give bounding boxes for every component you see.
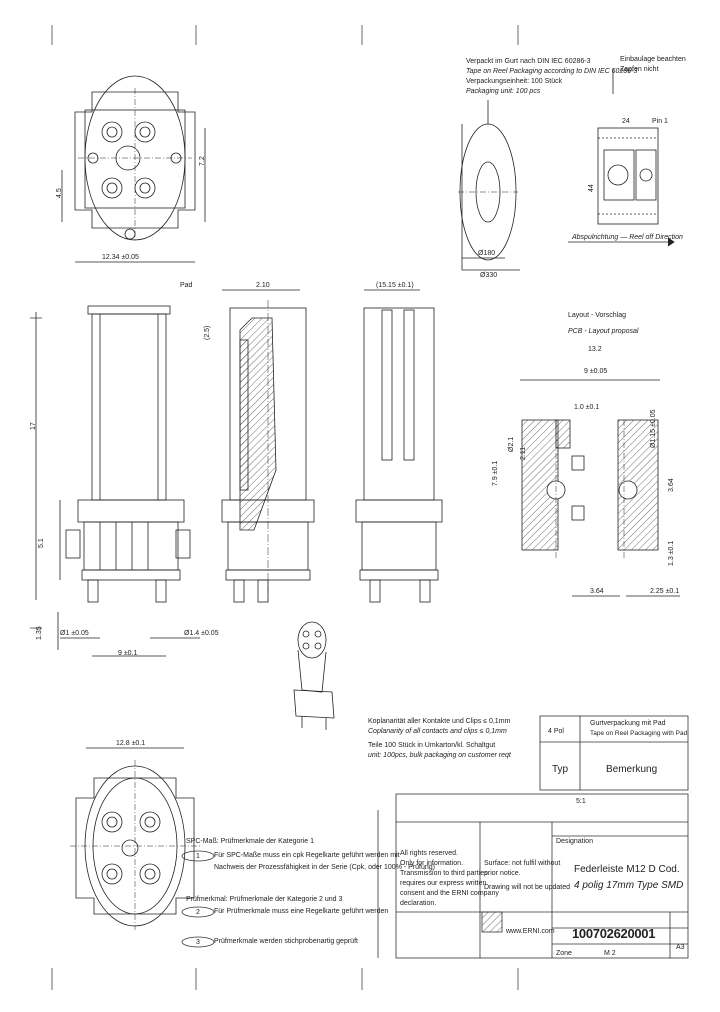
dim-lay-1: 1.0 ±0.1: [574, 404, 600, 411]
tb-conf4: consent and the ERNI company: [400, 890, 499, 897]
tb-surface2: prior notice.: [484, 870, 521, 877]
dim-lay-1-3: 1.3 ±0.1: [668, 540, 675, 566]
packaging-units-de: Verpackungseinheit: 100 Stück: [466, 78, 563, 85]
tb-company: www.ERNI.com: [506, 928, 555, 935]
variant-col2-en: Tape on Reel Packaging with Pad: [590, 730, 688, 737]
tb-surface: Surface: not fulfil without: [484, 860, 561, 867]
note-top-right-2: Zapfen nicht: [620, 66, 659, 73]
tb-part-number: 100702620001: [572, 926, 656, 941]
coplanarity-de: Koplanarität aller Kontakte und Clips ≤ …: [368, 718, 511, 725]
tb-name2: 4 polig 17mm Type SMD: [574, 880, 684, 891]
packaging-units-en: Packaging unit: 100 pcs: [466, 88, 541, 95]
spc-line3: Für Prüfmerkmale muss eine Regelkarte ge…: [214, 908, 389, 915]
layout-subtitle: PCB - Layout proposal: [568, 328, 639, 335]
variant-bemerkung: Bemerkung: [606, 764, 658, 775]
variant-typ: Typ: [552, 764, 569, 775]
dim-4-5: 4.5: [56, 188, 63, 198]
dim-lay-2-25: 2.25 ±0.1: [650, 588, 680, 595]
dim-tape-44: 44: [588, 184, 595, 192]
dim-1-4: Ø1.4 ±0.05: [184, 630, 219, 637]
dim-reel-180: Ø180: [478, 250, 496, 257]
tb-name-label: Designation: [556, 838, 593, 845]
isometric-view: [293, 621, 335, 730]
tb-surface3: Drawing will not be updated: [484, 884, 570, 891]
tb-conf3: requires our express written: [400, 880, 487, 887]
dim-5-1: 5.1: [38, 538, 45, 548]
tb-scale: 5:1: [576, 798, 586, 805]
dim-15-15: (15.15 ±0.1): [376, 282, 414, 289]
dim-7-2: 7.2: [199, 156, 206, 166]
drawing-frame: [30, 25, 519, 990]
dim-lay-1-15: Ø1.15 ±0.05: [650, 409, 657, 448]
variant-col2-de: Gurtverpackung mit Pad: [590, 720, 666, 727]
spc-title2: Prüfmerkmal: Prüfmerkmale der Kategorie …: [186, 896, 343, 903]
tb-name1: Federleiste M12 D Cod.: [574, 864, 680, 875]
spc-line1: Für SPC-Maße muss ein cpk Regelkarte gef…: [214, 852, 400, 859]
dim-lay-13-2: 13.2: [588, 346, 602, 353]
dim-2-10: 2.10: [256, 282, 270, 289]
dim-1-35: 1.35: [36, 626, 43, 640]
note-top-right-1: Einbaulage beachten: [620, 56, 686, 63]
section-view: [221, 289, 315, 603]
pad-label: Pad: [180, 282, 193, 289]
tb-conf: Only for information.: [400, 860, 464, 867]
layout-title: Layout - Vorschlag: [568, 312, 626, 319]
dim-lay-9: 9 ±0.05: [584, 368, 608, 375]
dim-lay-2-11: 2.11: [520, 446, 527, 460]
dim-9: 9 ±0.1: [118, 650, 138, 657]
coplanarity-en: Coplanarity of all contacts and clips ≤ …: [368, 728, 507, 735]
dim-lay-3-64b: 3.64: [590, 588, 604, 595]
side-view-right: [355, 289, 443, 603]
tb-conf5: declaration.: [400, 900, 437, 907]
spc-title: SPC-Maß: Prüfmerkmale der Kategorie 1: [186, 838, 314, 845]
unwind-direction: Abspulrichtung — Reel off Direction: [572, 234, 683, 241]
spc-n1: 1: [196, 853, 200, 860]
tb-zone: Zone: [556, 950, 572, 957]
pcb-layout: [520, 379, 680, 597]
front-view-top: [61, 75, 206, 263]
variant-table: [539, 715, 689, 791]
tb-sheet: A3: [676, 944, 685, 951]
tb-conf2: Transmission to third parties: [400, 870, 488, 877]
reel-units-de: Teile 100 Stück in Umkarton/kl. Schaltgu…: [368, 742, 496, 749]
dim-lay-3-64: 3.64: [668, 478, 675, 492]
dim-reel-330: Ø330: [480, 272, 498, 279]
tb-rev: M 2: [604, 950, 616, 957]
front-view-bottom: [70, 747, 200, 930]
side-view-left: [35, 305, 200, 657]
spc-note-markers: [181, 850, 215, 948]
variant-col1: 4 Pol: [548, 728, 564, 735]
dim-tape-24: 24: [622, 118, 630, 125]
dim-top-width: 12.34 ±0.05: [102, 254, 139, 261]
spc-line2: Nachweis der Prozessfähigkeit in der Ser…: [214, 864, 435, 871]
tape-view: [568, 68, 675, 247]
title-block: [377, 793, 689, 959]
tb-rights: All rights reserved.: [400, 850, 458, 857]
packaging-de: Verpackt im Gurt nach DIN IEC 60286-3: [466, 58, 591, 65]
spc-n2: 2: [196, 909, 200, 916]
spc-n3: 3: [196, 939, 200, 946]
reel-view: [458, 100, 520, 271]
dim-lay-7-9: 7.9 ±0.1: [492, 460, 499, 486]
dim-lay-2-1: Ø2.1: [508, 436, 515, 452]
dim-1-05: Ø1 ±0.05: [60, 630, 89, 637]
spc-line4: Prüfmerkmale werden stichprobenartig gep…: [214, 938, 358, 945]
packaging-en: Tape on Reel Packaging according to DIN …: [466, 68, 638, 75]
dim-2-5: (2.5): [204, 325, 211, 340]
dim-17: 17: [30, 422, 37, 430]
reel-units-en: unit: 100pcs, bulk packaging on customer…: [368, 752, 511, 759]
pin1-label: Pin 1: [652, 118, 668, 125]
dim-12-8: 12.8 ±0.1: [116, 740, 146, 747]
